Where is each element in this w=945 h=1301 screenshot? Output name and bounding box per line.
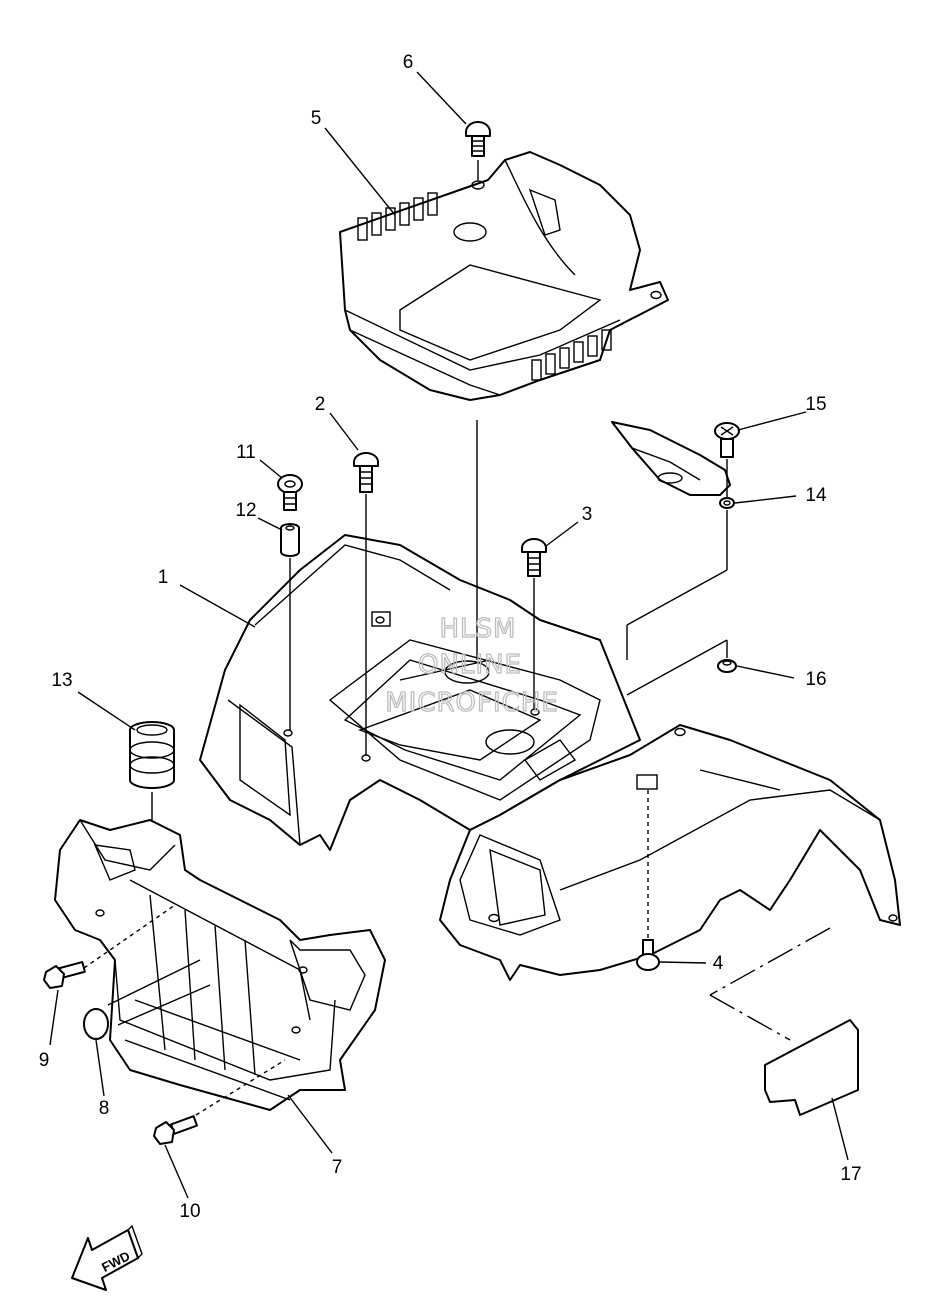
part-4-bolt xyxy=(636,939,660,971)
callout-14: 14 xyxy=(805,485,827,506)
rear-fender-body xyxy=(439,724,901,981)
part-13-grommet xyxy=(129,721,175,789)
callout-8: 8 xyxy=(99,1098,110,1119)
part-17-label xyxy=(764,1019,859,1116)
callout-12: 12 xyxy=(235,500,256,521)
fwd-direction-arrow: FWD xyxy=(71,1224,143,1291)
callout-5: 5 xyxy=(311,108,322,129)
callout-13: 13 xyxy=(51,670,72,691)
callout-17: 17 xyxy=(840,1164,861,1185)
part-12-collar xyxy=(280,523,300,557)
part-14-nut xyxy=(719,497,735,509)
part-1-front-fender xyxy=(199,534,641,851)
part-8-plug xyxy=(83,1008,109,1040)
part-2-bolt xyxy=(353,452,379,493)
callout-labels: 6 5 2 11 12 1 13 3 15 14 16 4 9 8 10 7 1… xyxy=(39,52,862,1222)
part-15-screw xyxy=(714,422,740,458)
watermark: HLSM ONLINE MICROFICHE xyxy=(385,613,559,718)
callout-3: 3 xyxy=(582,504,593,525)
callout-7: 7 xyxy=(332,1157,343,1178)
part-11-bolt xyxy=(277,474,303,511)
callout-2: 2 xyxy=(315,394,326,415)
callout-4: 4 xyxy=(713,953,724,974)
callout-16: 16 xyxy=(805,669,826,690)
callout-leaders xyxy=(49,71,849,1199)
part-9-bolt xyxy=(43,961,86,989)
callout-10: 10 xyxy=(179,1201,200,1222)
vent-slots-left xyxy=(357,192,438,241)
watermark-line-1: HLSM xyxy=(440,614,517,644)
watermark-line-3: MICROFICHE xyxy=(385,688,559,718)
part-14-small-cover xyxy=(611,421,731,496)
part-5-upper-panel xyxy=(339,151,669,401)
assembly-lines xyxy=(83,160,831,1116)
callout-11: 11 xyxy=(236,442,256,463)
part-6-screw xyxy=(465,121,491,157)
part-16-nut xyxy=(717,659,737,673)
callout-9: 9 xyxy=(39,1050,50,1071)
part-10-bolt xyxy=(153,1115,198,1145)
vent-slots-right xyxy=(531,329,612,381)
part-3-bolt xyxy=(521,538,547,577)
callout-6: 6 xyxy=(403,52,414,73)
callout-15: 15 xyxy=(805,394,826,415)
callout-1: 1 xyxy=(158,567,169,588)
watermark-line-2: ONLINE xyxy=(418,650,522,680)
part-7-lower-guard xyxy=(54,819,386,1111)
